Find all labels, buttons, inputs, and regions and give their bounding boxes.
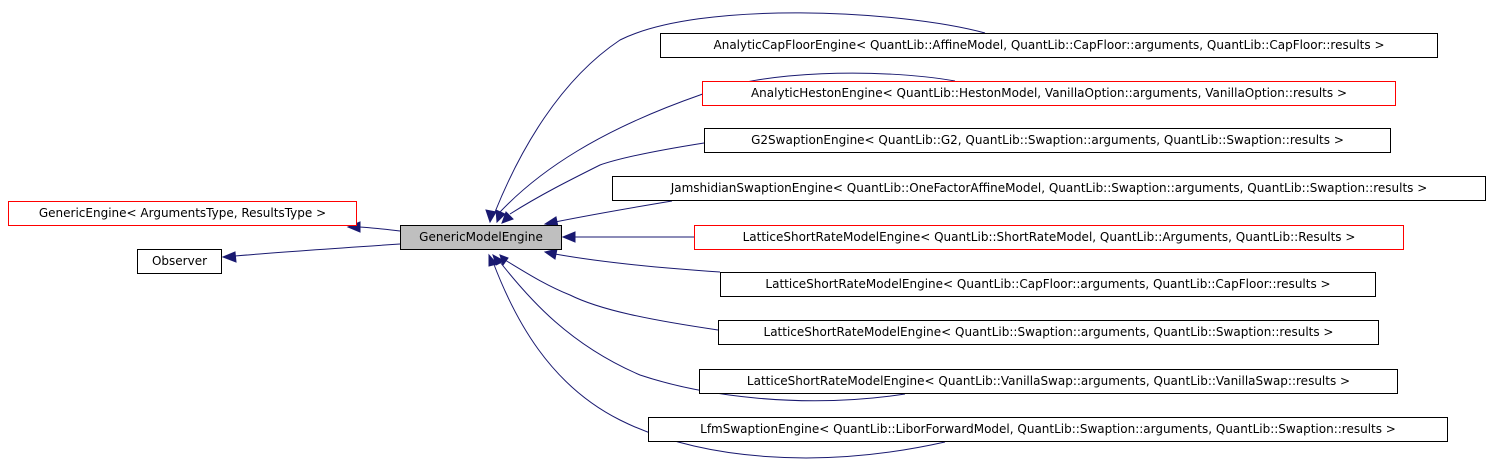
edge-to-generic-engine [359, 226, 401, 232]
edge-to-observer [234, 243, 401, 257]
arrowhead-icon [561, 231, 576, 243]
current-class-generic-model-engine: GenericModelEngine [400, 225, 562, 250]
arrowhead-icon [495, 209, 506, 224]
edge-lattice-swaption [504, 259, 719, 331]
derived-class-lattice-swaption-engine[interactable]: LatticeShortRateModelEngine< QuantLib::S… [718, 320, 1379, 345]
derived-class-lattice-capfloor-engine[interactable]: LatticeShortRateModelEngine< QuantLib::C… [720, 272, 1376, 297]
arrowhead-icon [488, 253, 498, 267]
arrowhead-icon [501, 211, 514, 224]
base-class-observer[interactable]: Observer [137, 249, 222, 274]
arrowhead-icon [485, 209, 497, 224]
edge-lattice-capfloor [554, 253, 721, 273]
edge-analytic-heston [499, 72, 956, 213]
derived-class-g2-swaption-engine[interactable]: G2SwaptionEngine< QuantLib::G2, QuantLib… [704, 128, 1391, 153]
derived-class-analytic-capfloor-engine[interactable]: AnalyticCapFloorEngine< QuantLib::Affine… [660, 33, 1438, 58]
edge-g2-swaption [509, 142, 705, 215]
derived-class-lattice-vanillaswap-engine[interactable]: LatticeShortRateModelEngine< QuantLib::V… [699, 369, 1398, 394]
edge-jamshidian [554, 200, 673, 223]
derived-class-jamshidian-swaption-engine[interactable]: JamshidianSwaptionEngine< QuantLib::OneF… [612, 176, 1486, 201]
arrowhead-icon [221, 251, 237, 263]
edge-lfm-swaption [492, 261, 946, 459]
base-class-generic-engine[interactable]: GenericEngine< ArgumentsType, ResultsTyp… [8, 201, 357, 226]
arrowhead-icon [543, 248, 558, 260]
edge-analytic-capfloor [494, 12, 986, 213]
derived-class-analytic-heston-engine[interactable]: AnalyticHestonEngine< QuantLib::HestonMo… [702, 81, 1396, 106]
edge-lattice-vanillaswap [499, 261, 906, 402]
derived-class-lattice-shortrate-model-engine[interactable]: LatticeShortRateModelEngine< QuantLib::S… [694, 225, 1404, 250]
derived-class-lfm-swaption-engine[interactable]: LfmSwaptionEngine< QuantLib::LiborForwar… [648, 417, 1448, 442]
